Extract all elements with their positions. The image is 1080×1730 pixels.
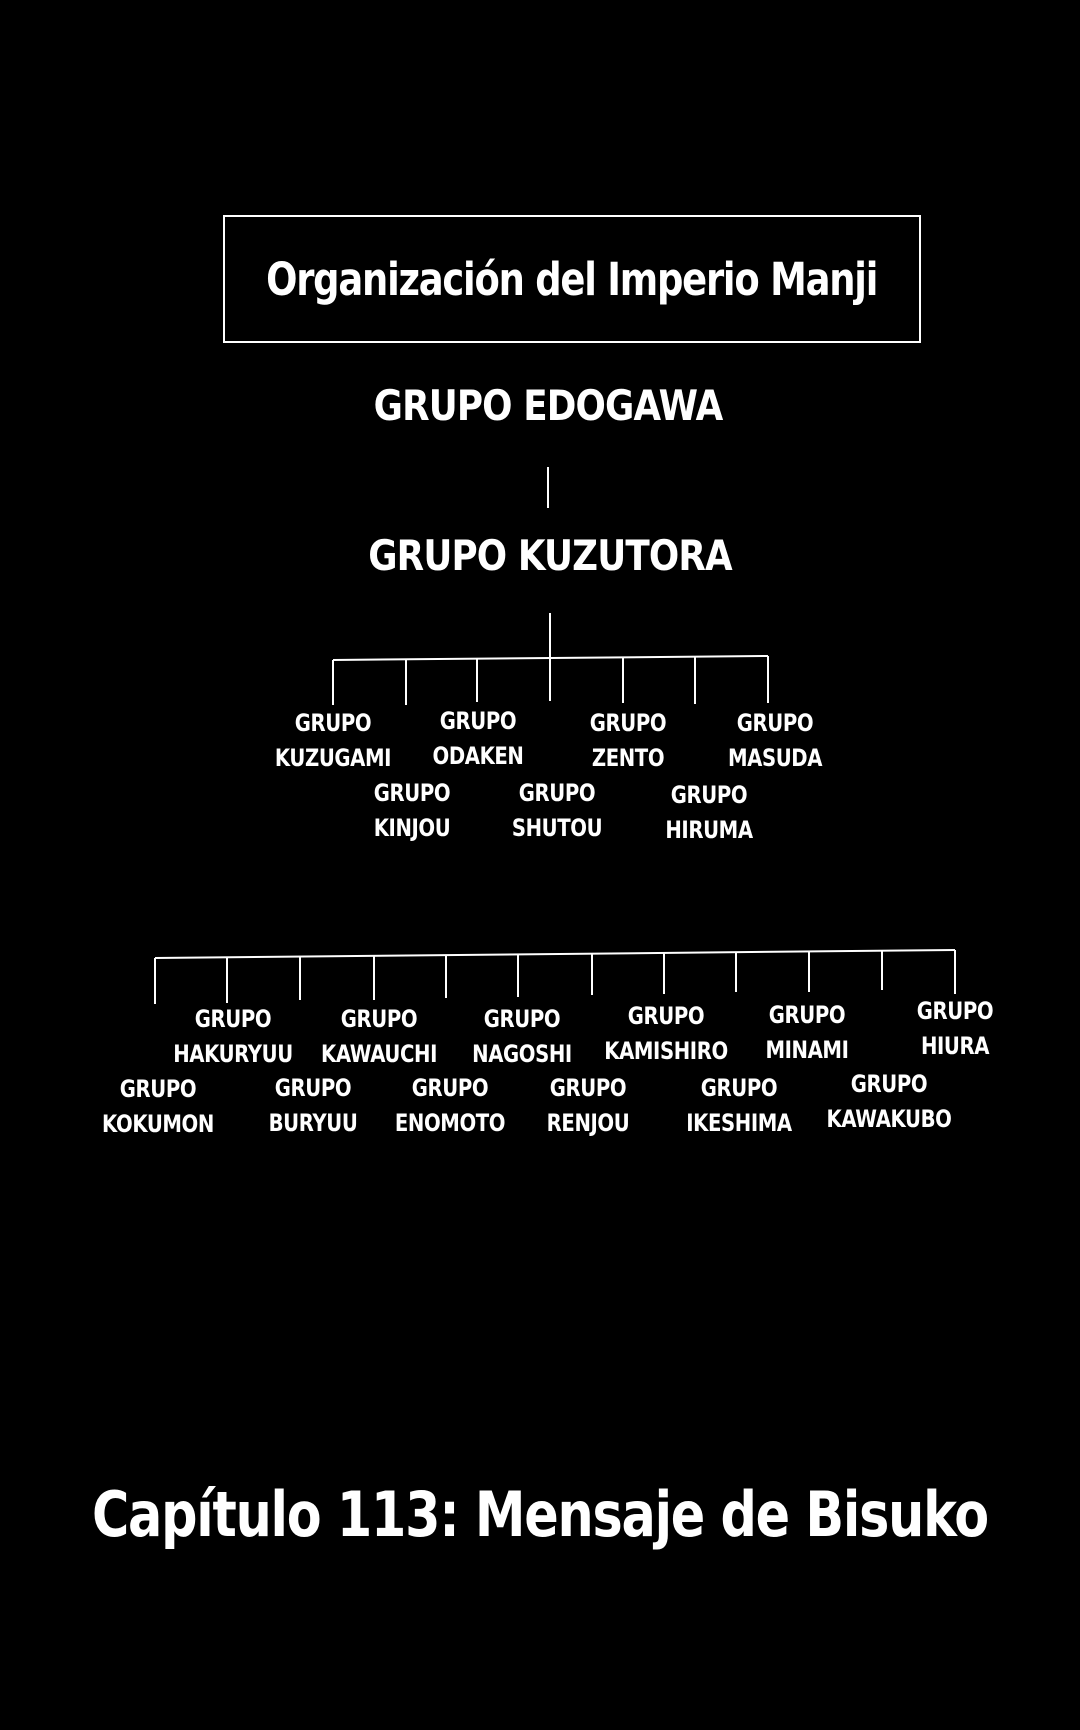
node-kawakubo: GRUPO KAWAKUBO (827, 1067, 952, 1137)
node-renjou-prefix: GRUPO (549, 1074, 627, 1102)
node-enomoto: GRUPO ENOMOTO (394, 1071, 506, 1141)
node-enomoto-name: ENOMOTO (394, 1109, 506, 1137)
node-kawauchi-name: KAWAUCHI (321, 1040, 437, 1068)
node-kinjou-name: KINJOU (373, 814, 451, 842)
node-ikeshima-name: IKESHIMA (686, 1109, 792, 1137)
node-odaken: GRUPO ODAKEN (432, 704, 523, 774)
node-kawauchi: GRUPO KAWAUCHI (321, 1002, 437, 1072)
node-edogawa: GRUPO EDOGAWA (373, 381, 724, 430)
node-hiruma: GRUPO HIRUMA (665, 778, 753, 848)
node-kawakubo-prefix: GRUPO (850, 1070, 928, 1098)
node-zento: GRUPO ZENTO (589, 706, 667, 776)
node-hiura: GRUPO HIURA (916, 994, 994, 1064)
node-minami-prefix: GRUPO (768, 1001, 846, 1029)
node-hakuryuu-name: HAKURYUU (173, 1040, 293, 1068)
node-minami-name: MINAMI (765, 1036, 849, 1064)
node-shutou: GRUPO SHUTOU (511, 776, 603, 846)
node-kinjou: GRUPO KINJOU (374, 776, 451, 846)
node-odaken-prefix: GRUPO (439, 707, 517, 735)
node-hiruma-prefix: GRUPO (670, 781, 748, 809)
node-kawauchi-prefix: GRUPO (340, 1005, 418, 1033)
node-buryuu: GRUPO BURYUU (269, 1071, 358, 1141)
node-kokumon: GRUPO KOKUMON (102, 1072, 214, 1142)
node-kamishiro: GRUPO KAMISHIRO (604, 999, 728, 1069)
node-kuzutora: GRUPO KUZUTORA (368, 531, 732, 580)
tier2-bus (154, 949, 956, 959)
node-odaken-name: ODAKEN (432, 742, 524, 770)
node-masuda: GRUPO MASUDA (728, 706, 822, 776)
chapter-title: Capítulo 113: Mensaje de Bisuko (91, 1478, 989, 1551)
node-hiruma-name: HIRUMA (665, 816, 753, 844)
node-zento-prefix: GRUPO (589, 709, 667, 737)
node-kamishiro-prefix: GRUPO (627, 1002, 705, 1030)
node-enomoto-prefix: GRUPO (411, 1074, 489, 1102)
node-masuda-name: MASUDA (727, 744, 823, 772)
node-kokumon-prefix: GRUPO (119, 1075, 197, 1103)
node-hakuryuu: GRUPO HAKURYUU (173, 1002, 293, 1072)
node-minami: GRUPO MINAMI (765, 998, 848, 1068)
node-nagoshi-name: NAGOSHI (472, 1040, 572, 1068)
chart-title: Organización del Imperio Manji (266, 252, 878, 306)
node-renjou-name: RENJOU (546, 1109, 630, 1137)
node-zento-name: ZENTO (591, 744, 665, 772)
node-hakuryuu-prefix: GRUPO (194, 1005, 272, 1033)
title-box: Organización del Imperio Manji (223, 215, 921, 343)
node-kuzugami-prefix: GRUPO (294, 709, 372, 737)
node-kuzugami: GRUPO KUZUGAMI (274, 706, 392, 776)
node-kuzugami-name: KUZUGAMI (274, 744, 392, 772)
node-nagoshi: GRUPO NAGOSHI (472, 1002, 572, 1072)
node-kokumon-name: KOKUMON (102, 1110, 214, 1138)
node-renjou: GRUPO RENJOU (547, 1071, 630, 1141)
node-nagoshi-prefix: GRUPO (483, 1005, 561, 1033)
node-shutou-prefix: GRUPO (518, 779, 596, 807)
node-ikeshima-prefix: GRUPO (700, 1074, 778, 1102)
node-ikeshima: GRUPO IKESHIMA (686, 1071, 792, 1141)
node-shutou-name: SHUTOU (511, 814, 603, 842)
node-kamishiro-name: KAMISHIRO (604, 1037, 728, 1065)
node-buryuu-name: BURYUU (268, 1109, 358, 1137)
node-buryuu-prefix: GRUPO (274, 1074, 352, 1102)
node-masuda-prefix: GRUPO (736, 709, 814, 737)
node-hiura-prefix: GRUPO (916, 997, 994, 1025)
node-kawakubo-name: KAWAKUBO (826, 1105, 952, 1133)
node-hiura-name: HIURA (920, 1032, 990, 1060)
node-kinjou-prefix: GRUPO (373, 779, 451, 807)
